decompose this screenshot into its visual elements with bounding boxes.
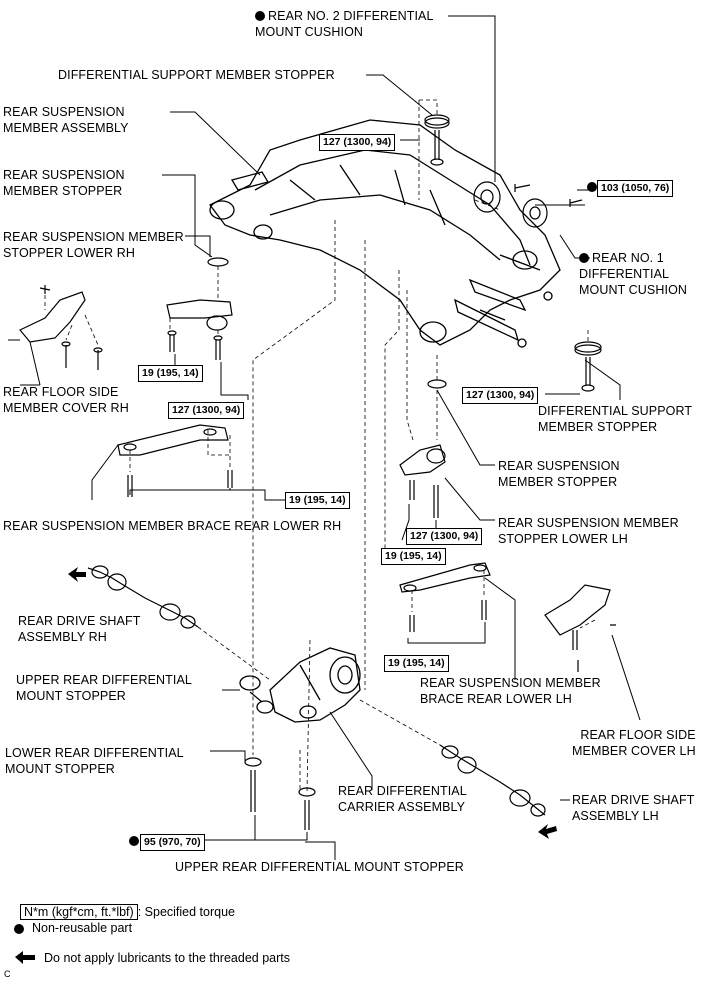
label-rear-susp-member-stopper-lower-lh: REAR SUSPENSION MEMBER STOPPER LOWER LH — [498, 516, 679, 546]
non-reusable-dot-t10 — [129, 836, 139, 846]
corner-mark: C — [4, 969, 11, 979]
legend-non-reusable: Non-reusable part — [32, 921, 133, 935]
no2-mount-cushion-part — [473, 181, 501, 213]
non-reusable-dot-t2 — [587, 182, 597, 192]
right-diff-support-stopper-part — [574, 341, 602, 392]
torque-t5: 127 (1300, 94) — [462, 387, 539, 404]
label-upper-rear-diff-mount-stopper-bottom: UPPER REAR DIFFERENTIAL MOUNT STOPPER — [175, 860, 464, 874]
label-rear-diff-carrier-assy: REAR DIFFERENTIAL CARRIER ASSEMBLY — [338, 784, 467, 814]
legend-no-lubricant: Do not apply lubricants to the threaded … — [44, 951, 290, 965]
label-rear-drive-shaft-lh: REAR DRIVE SHAFT ASSEMBLY LH — [572, 793, 695, 823]
label-rear-no2-diff-mount-cushion: REAR NO. 2 DIFFERENTIAL MOUNT CUSHION — [255, 9, 434, 39]
label-rear-drive-shaft-rh: REAR DRIVE SHAFT ASSEMBLY RH — [18, 614, 141, 644]
torque-t6: 19 (195, 14) — [285, 492, 350, 509]
suspension-member-frame — [209, 119, 561, 348]
stopper-lower-lh-part — [399, 444, 446, 518]
drive-shaft-lh-part — [439, 744, 546, 817]
brace-lh-part — [399, 562, 491, 632]
torque-t8: 19 (195, 14) — [381, 548, 446, 565]
no1-mount-cushion-part — [522, 198, 548, 228]
brace-rh-part — [117, 424, 233, 497]
label-rear-susp-member-brace-rear-lower-rh: REAR SUSPENSION MEMBER BRACE REAR LOWER … — [3, 519, 342, 533]
torque-t4: 127 (1300, 94) — [168, 402, 245, 419]
torque-t10: 95 (970, 70) — [140, 834, 205, 851]
label-diff-support-member-stopper-top: DIFFERENTIAL SUPPORT MEMBER STOPPER — [58, 68, 335, 82]
torque-t9: 19 (195, 14) — [384, 655, 449, 672]
stopper-rh-washer — [207, 257, 229, 267]
legend-torque: N*m (kgf*cm, ft.*lbf): Specified torque — [13, 888, 235, 920]
label-rear-susp-member-stopper-lower-rh: REAR SUSPENSION MEMBER STOPPER LOWER RH — [3, 230, 184, 260]
legend-non-reusable-dot — [14, 924, 24, 934]
label-upper-rear-diff-mount-stopper-left: UPPER REAR DIFFERENTIAL MOUNT STOPPER — [16, 673, 192, 703]
label-rear-susp-member-assy: REAR SUSPENSION MEMBER ASSEMBLY — [3, 105, 129, 135]
label-rear-susp-member-stopper-lh: REAR SUSPENSION MEMBER STOPPER — [498, 459, 620, 489]
floor-cover-rh-part — [19, 285, 103, 370]
label-lower-rear-diff-mount-stopper: LOWER REAR DIFFERENTIAL MOUNT STOPPER — [5, 746, 184, 776]
label-diff-support-member-stopper-right: DIFFERENTIAL SUPPORT MEMBER STOPPER — [538, 404, 693, 434]
top-diff-support-stopper-part — [424, 114, 450, 166]
torque-t3: 19 (195, 14) — [138, 365, 203, 382]
label-rear-no1-diff-mount-cushion: REAR NO. 1 DIFFERENTIAL MOUNT CUSHION — [579, 251, 688, 297]
torque-t7: 127 (1300, 94) — [406, 528, 483, 545]
label-rear-susp-member-brace-rear-lower-lh: REAR SUSPENSION MEMBER BRACE REAR LOWER … — [420, 676, 601, 706]
drive-shaft-rh-part — [87, 565, 199, 629]
label-rear-floor-side-member-cover-rh: REAR FLOOR SIDE MEMBER COVER RH — [3, 385, 129, 415]
legend-torque-text: : Specified torque — [137, 905, 235, 919]
floor-cover-lh-part — [544, 584, 616, 672]
torque-t1: 127 (1300, 94) — [319, 134, 396, 151]
stopper-lh-washer — [427, 379, 447, 389]
torque-t2: 103 (1050, 76) — [597, 180, 674, 197]
label-rear-floor-side-member-cover-lh: REAR FLOOR SIDE MEMBER COVER LH — [572, 728, 696, 758]
legend-torque-box: N*m (kgf*cm, ft.*lbf) — [19, 904, 138, 920]
diff-carrier-part — [239, 647, 361, 723]
label-rear-susp-member-stopper-rh: REAR SUSPENSION MEMBER STOPPER — [3, 168, 125, 198]
stopper-lower-rh-part — [166, 299, 233, 360]
